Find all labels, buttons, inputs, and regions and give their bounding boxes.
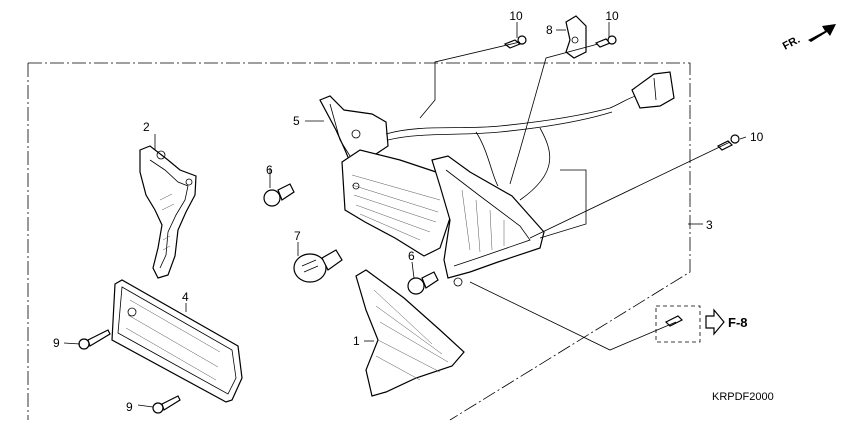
screw-10a-icon bbox=[503, 35, 527, 49]
callout-5: 5 bbox=[293, 114, 300, 128]
callout-1: 1 bbox=[353, 334, 360, 348]
callout-3: 3 bbox=[706, 218, 713, 232]
callout-10-left: 10 bbox=[509, 9, 523, 23]
callout-9-upper: 9 bbox=[53, 336, 60, 350]
wiring-harness bbox=[385, 71, 675, 201]
callout-6-upper: 6 bbox=[266, 163, 273, 177]
reference-label: F-8 bbox=[728, 315, 748, 330]
screw-9b-icon bbox=[152, 395, 181, 414]
part-7-bulb bbox=[293, 249, 343, 283]
part-2-lens-holder bbox=[139, 145, 197, 279]
reference-box: F-8 bbox=[655, 305, 748, 343]
diagram-part-code: KRPDF2000 bbox=[712, 391, 774, 403]
reference-arrow-icon bbox=[705, 308, 725, 336]
callout-10-right: 10 bbox=[605, 9, 619, 23]
part-6-bulb-upper bbox=[263, 183, 295, 207]
front-arrow-icon bbox=[808, 24, 836, 42]
leader-lines bbox=[63, 22, 747, 408]
callout-10-far-right: 10 bbox=[750, 130, 764, 144]
screw-10c-icon bbox=[716, 134, 740, 151]
callout-9-lower: 9 bbox=[126, 400, 133, 414]
screw-9a-icon bbox=[78, 329, 111, 350]
callout-6-lower: 6 bbox=[408, 249, 415, 263]
callout-8: 8 bbox=[546, 23, 553, 37]
assembly-frame bbox=[27, 62, 691, 421]
part-5-bracket bbox=[319, 95, 389, 163]
part-1-front-lens bbox=[355, 269, 465, 397]
callout-7: 7 bbox=[294, 229, 301, 243]
callout-4: 4 bbox=[182, 290, 189, 304]
part-4-side-lens bbox=[111, 279, 243, 403]
part-6-bulb-lower bbox=[407, 271, 439, 295]
part-8-clamp bbox=[565, 15, 587, 59]
callout-2: 2 bbox=[143, 120, 150, 134]
front-indicator-label: FR. bbox=[781, 34, 802, 53]
part-3-housing-assembly bbox=[341, 149, 545, 287]
front-direction-arrow: FR. bbox=[781, 24, 836, 53]
screw-10b-icon bbox=[594, 35, 617, 48]
